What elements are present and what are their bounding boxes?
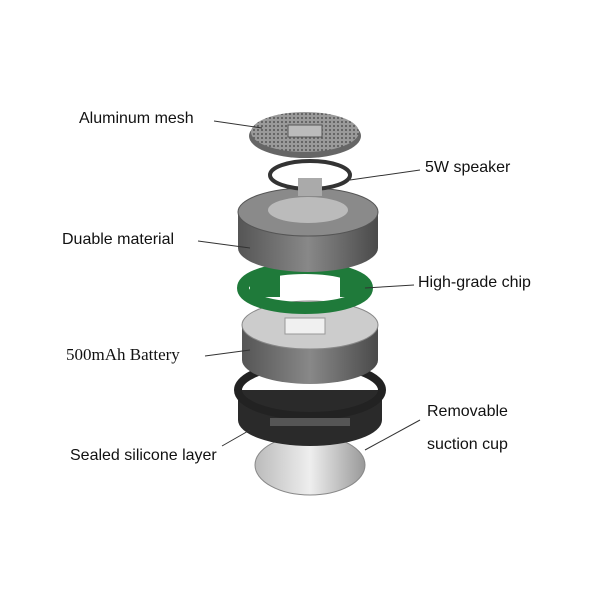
label-durable-material: Duable material xyxy=(62,231,175,248)
speaker-driver xyxy=(268,159,352,196)
top-shell xyxy=(237,187,379,272)
label-silicone-layer: Sealed silicone layer xyxy=(70,447,217,464)
label-suction-cup-line2: suction cup xyxy=(427,436,508,453)
label-speaker: 5W speaker xyxy=(425,159,511,176)
leader-lines xyxy=(197,120,421,451)
aluminum-mesh xyxy=(249,112,361,158)
label-chip: High-grade chip xyxy=(418,274,531,291)
circuit-board xyxy=(237,262,373,314)
label-suction-cup-line1: Removable xyxy=(427,403,508,420)
label-aluminum-mesh: Aluminum mesh xyxy=(79,110,194,127)
label-battery: 500mAh Battery xyxy=(66,345,180,364)
battery-housing xyxy=(241,300,379,384)
